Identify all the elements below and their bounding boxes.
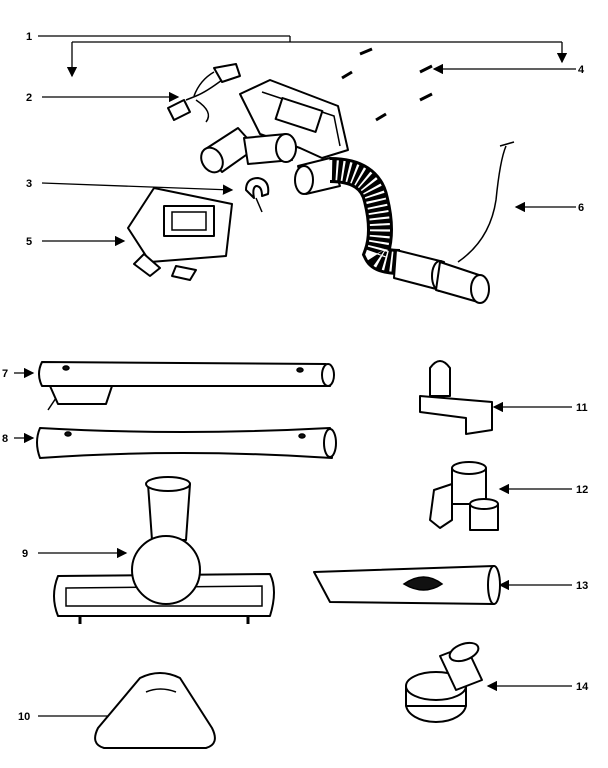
part-10-upholstery-tool	[94, 672, 216, 749]
callout-7: 7	[2, 368, 8, 380]
part-7-wand	[38, 361, 335, 411]
part-14-brush	[405, 641, 483, 723]
callout-1-bracket	[38, 35, 568, 78]
callout-6: 6	[578, 202, 584, 214]
callout-3: 3	[26, 178, 32, 190]
part-5-bracket	[127, 187, 233, 281]
callout-10: 10	[18, 711, 30, 723]
hose-assembly	[200, 79, 515, 304]
callout-9: 9	[22, 548, 28, 560]
callout-14: 14	[576, 681, 589, 693]
callout-13: 13	[576, 580, 588, 592]
part-8-wand	[36, 427, 337, 459]
part-11-wand-clip	[419, 360, 493, 435]
part-13-crevice-tool	[313, 565, 501, 605]
callout-12: 12	[576, 484, 588, 496]
callout-5: 5	[26, 236, 32, 248]
callout-11: 11	[576, 402, 588, 414]
callout-4: 4	[578, 64, 585, 76]
part-4-screws	[341, 47, 433, 122]
part-9-floor-tool	[53, 476, 275, 624]
callout-2: 2	[26, 92, 32, 104]
part-12-tool-holder	[429, 461, 499, 531]
callout-1: 1	[26, 31, 32, 43]
callout-8: 8	[2, 433, 8, 445]
leader-arrows	[14, 63, 576, 722]
part-2-cord-clip	[167, 63, 241, 123]
part-3-hose-clip	[245, 177, 270, 213]
callout-labels: 1 2 3 4 5 6 7 8 9 10 11 12 13 14	[2, 31, 589, 723]
